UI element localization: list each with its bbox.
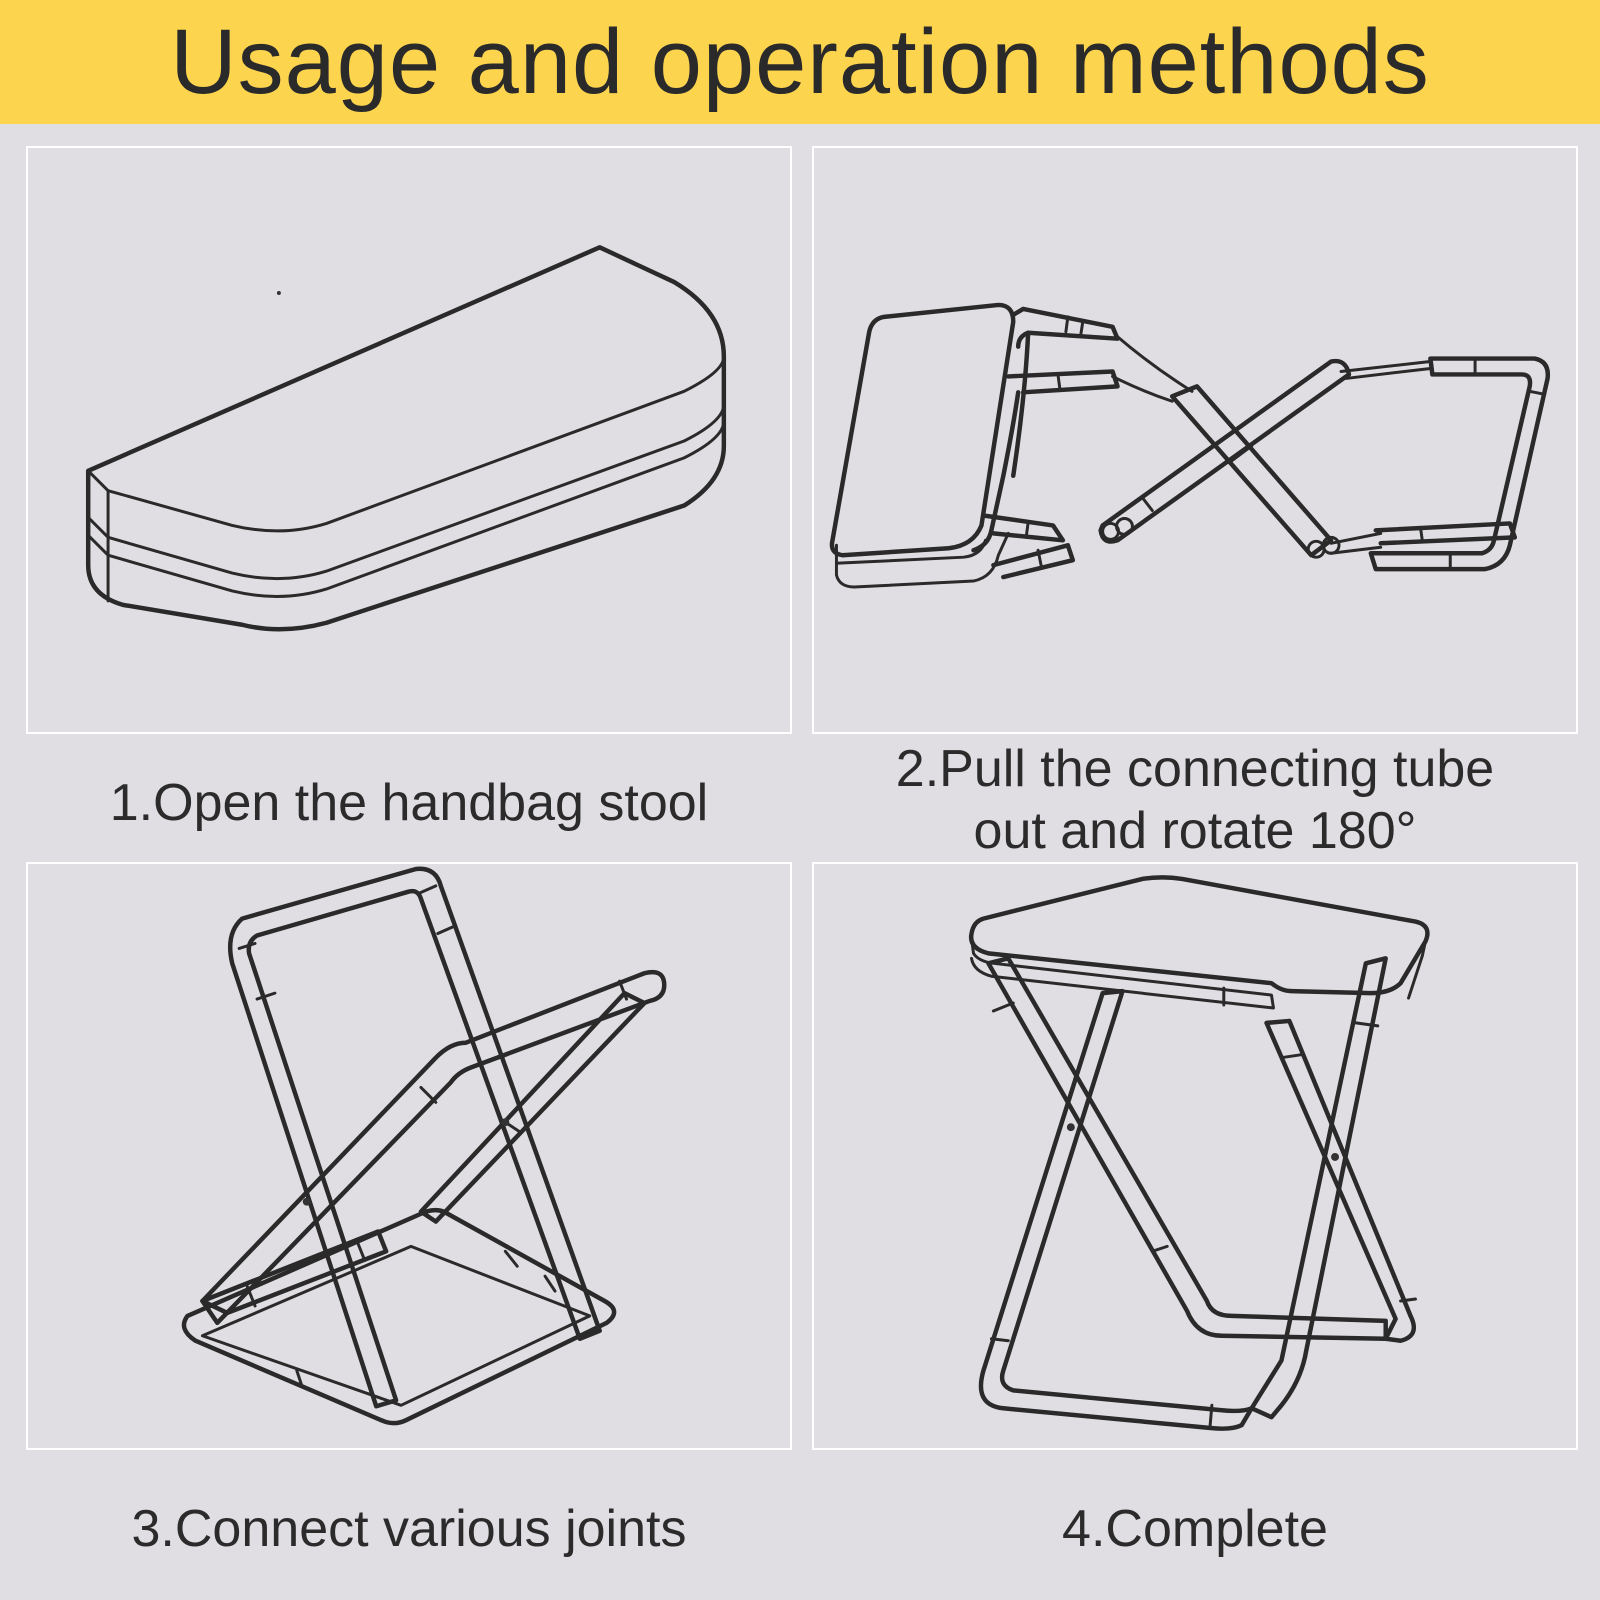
step-4-caption: 4.Complete xyxy=(812,1498,1578,1560)
connecting-joints-illustration xyxy=(181,866,667,1426)
step-2-illustration-panel xyxy=(812,146,1578,734)
step-1-caption-text: 1.Open the handbag stool xyxy=(109,774,709,832)
step-4-caption-text: 4.Complete xyxy=(1062,1500,1328,1558)
step-2-caption-line-1: 2.Pull the connecting tube xyxy=(895,740,1495,798)
title-banner: Usage and operation methods xyxy=(0,0,1600,124)
page-title: Usage and operation methods xyxy=(170,10,1430,113)
step-1-caption: 1.Open the handbag stool xyxy=(26,772,792,834)
step-4-illustration-panel xyxy=(812,862,1578,1450)
closed-stool-case-illustration xyxy=(85,245,727,632)
step-3-illustration-panel xyxy=(26,862,792,1450)
step-2-caption: 2.Pull the connecting tube out and rotat… xyxy=(812,738,1578,862)
step-1-illustration-panel xyxy=(26,146,792,734)
step-3-caption-text: 3.Connect various joints xyxy=(131,1500,687,1558)
step-2-caption-line-2: out and rotate 180° xyxy=(973,802,1417,860)
unfolding-stool-illustration xyxy=(829,302,1551,589)
step-3-caption: 3.Connect various joints xyxy=(26,1498,792,1560)
complete-stool-illustration xyxy=(968,875,1430,1431)
